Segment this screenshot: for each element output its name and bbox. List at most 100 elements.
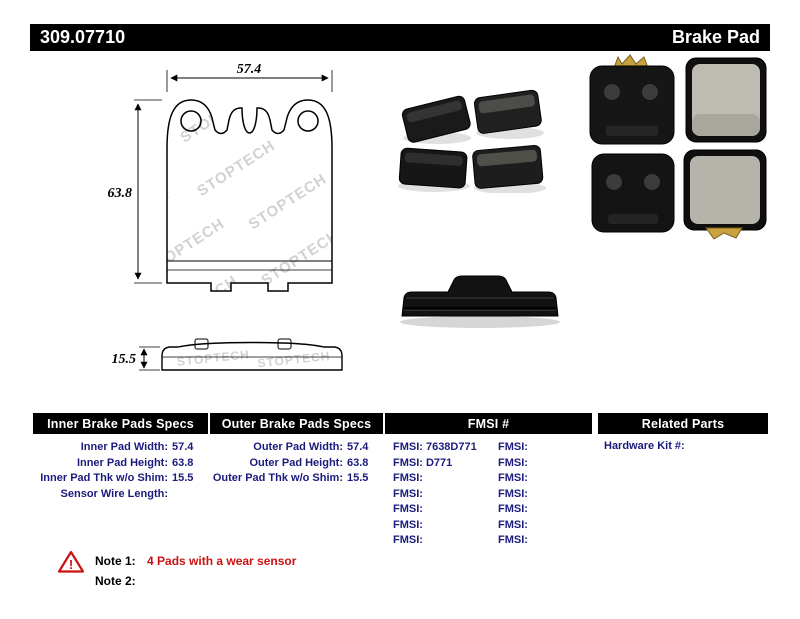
fmsi-column: FMSI # FMSI:7638D771 FMSI:D771 FMSI: FMS… — [385, 413, 592, 549]
watermark-text: STOPTECH — [258, 227, 342, 290]
spec-value: 63.8 — [172, 456, 194, 469]
svg-text:!: ! — [69, 557, 73, 572]
fmsi-label: FMSI: — [393, 534, 423, 546]
pads-group-photo — [398, 89, 546, 193]
height-dimension-label: 63.8 — [108, 186, 133, 201]
spec-value: 15.5 — [172, 472, 194, 484]
watermark-text: STOPTECH — [177, 84, 261, 147]
part-number: 309.07710 — [40, 27, 126, 47]
fmsi-right-list: FMSI: FMSI: FMSI: FMSI: FMSI: FMSI: FMSI… — [498, 440, 588, 549]
fmsi-label: FMSI: — [498, 456, 528, 469]
fmsi-row: FMSI: — [393, 502, 498, 518]
warning-triangle-icon: ! — [58, 550, 84, 573]
pad-outline — [166, 99, 333, 292]
spec-label: Sensor Wire Length: — [60, 487, 168, 500]
spec-label: Outer Pad Thk w/o Shim: — [212, 472, 343, 484]
spec-row: Outer Pad Height: 63.8 — [210, 456, 383, 472]
spec-row: Inner Pad Width: 57.4 — [33, 440, 208, 456]
fmsi-row: FMSI: — [393, 533, 498, 549]
fmsi-label: FMSI: — [498, 518, 528, 531]
spec-row: Sensor Wire Length: — [33, 487, 208, 503]
spec-value: 57.4 — [172, 441, 194, 453]
pad-photo-3 — [398, 147, 468, 189]
spec-label: Outer Pad Width: — [253, 441, 343, 453]
watermark-text: STOPTECH — [246, 170, 330, 233]
related-parts-column: Related Parts Hardware Kit #: — [598, 413, 768, 452]
fmsi-grid: FMSI:7638D771 FMSI:D771 FMSI: FMSI: FMSI… — [385, 434, 592, 549]
pad-friction-photo-bottom — [683, 149, 767, 240]
note-1: Note 1: 4 Pads with a wear sensor — [95, 554, 296, 568]
mounting-hole-right — [297, 110, 319, 132]
fmsi-row: FMSI: — [498, 440, 588, 456]
spec-label: Inner Pad Thk w/o Shim: — [40, 472, 168, 484]
clip-bump-right — [277, 338, 292, 350]
spec-row: Inner Pad Thk w/o Shim: 15.5 — [33, 471, 208, 487]
note-2-label: Note 2: — [95, 574, 136, 588]
header-bar: 309.07710 Brake Pad — [30, 24, 770, 51]
fmsi-row: FMSI: — [498, 471, 588, 487]
fmsi-label: FMSI: — [498, 534, 528, 546]
fmsi-row: FMSI: — [393, 518, 498, 534]
pad-photo-4 — [472, 145, 544, 189]
product-type: Brake Pad — [671, 27, 760, 47]
pads-pairs-photo — [589, 54, 767, 240]
inner-specs-header: Inner Brake Pads Specs — [33, 413, 208, 434]
outer-specs-column: Outer Brake Pads Specs Outer Pad Width: … — [210, 413, 383, 487]
spec-value — [172, 487, 208, 503]
fmsi-label: FMSI: — [498, 503, 528, 515]
spec-label: Outer Pad Height: — [249, 456, 343, 469]
pads-edge-photo — [400, 275, 560, 328]
outer-specs-header: Outer Brake Pads Specs — [210, 413, 383, 434]
fmsi-row: FMSI: — [498, 518, 588, 534]
pad-photo-2 — [473, 89, 542, 134]
fmsi-header: FMSI # — [385, 413, 592, 434]
related-parts-header: Related Parts — [598, 413, 768, 434]
pad-backing-photo-bottom — [591, 153, 675, 233]
inner-specs-column: Inner Brake Pads Specs Inner Pad Width: … — [33, 413, 208, 502]
fmsi-label: FMSI: — [498, 441, 528, 453]
fmsi-label: FMSI: — [393, 456, 423, 469]
fmsi-label: FMSI: — [393, 441, 423, 453]
note-1-text: 4 Pads with a wear sensor — [147, 554, 297, 568]
note-2: Note 2: — [95, 574, 144, 588]
fmsi-label: FMSI: — [498, 487, 528, 500]
watermark-text: STOPTECH — [176, 347, 250, 369]
stoptech-watermark: STOPTECH STOPTECH STOPTECH STOPTECH STOP… — [92, 84, 342, 298]
watermark-text: STOPTECH — [92, 128, 160, 191]
fmsi-label: FMSI: — [393, 472, 423, 484]
fmsi-row: FMSI:7638D771 — [393, 440, 498, 456]
related-part-row: Hardware Kit #: — [598, 434, 768, 452]
pad-friction-photo-top — [685, 57, 767, 143]
fmsi-row: FMSI: — [498, 533, 588, 549]
watermark-text: STOPTECH — [92, 185, 173, 248]
fmsi-left-list: FMSI:7638D771 FMSI:D771 FMSI: FMSI: FMSI… — [393, 440, 498, 549]
spec-label: Inner Pad Width: — [80, 441, 168, 453]
fmsi-row: FMSI: — [393, 487, 498, 503]
spec-row: Outer Pad Thk w/o Shim: 15.5 — [210, 471, 383, 487]
thickness-dimension-label: 15.5 — [112, 352, 137, 367]
spec-row: Inner Pad Height: 63.8 — [33, 456, 208, 472]
fmsi-row: FMSI: — [393, 471, 498, 487]
watermark-text: STOPTECH — [257, 349, 331, 371]
mounting-hole-left — [180, 110, 202, 132]
pad-photo-1 — [401, 95, 471, 143]
brake-pad-side-diagram: STOPTECH STOPTECH 15.5 — [112, 338, 343, 371]
fmsi-row: FMSI: — [498, 502, 588, 518]
watermark-text: STOPTECH — [144, 215, 228, 278]
fmsi-row: FMSI: — [498, 456, 588, 472]
spec-value: 63.8 — [347, 456, 369, 469]
fmsi-row: FMSI:D771 — [393, 456, 498, 472]
spec-value: 15.5 — [347, 472, 369, 484]
fmsi-label: FMSI: — [498, 472, 528, 484]
spec-value: 57.4 — [347, 441, 369, 453]
side-outline — [161, 341, 343, 371]
fmsi-row: FMSI: — [498, 487, 588, 503]
brake-pad-front-diagram: STOPTECH STOPTECH STOPTECH STOPTECH STOP… — [92, 62, 342, 298]
fmsi-value: 7638D771 — [425, 441, 477, 453]
fmsi-label: FMSI: — [393, 503, 423, 515]
watermark-text: STOPTECH — [157, 272, 241, 298]
spec-row: Outer Pad Width: 57.4 — [210, 440, 383, 456]
related-part-label: Hardware Kit #: — [604, 440, 685, 452]
pad-backing-photo-top — [589, 54, 675, 145]
